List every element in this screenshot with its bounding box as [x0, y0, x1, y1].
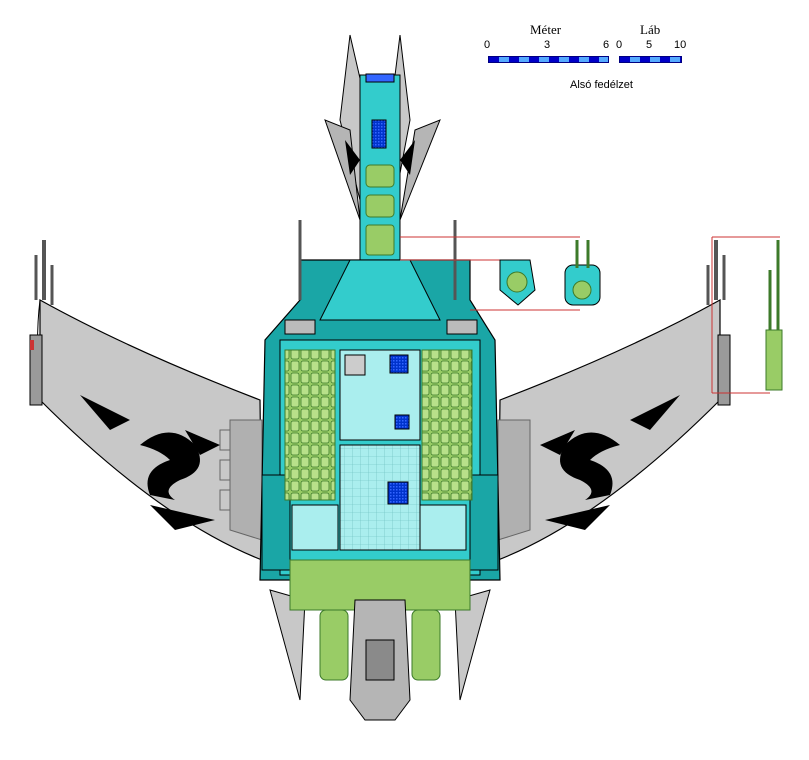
meter-scale-bar: [488, 56, 609, 63]
main-hull: [259, 259, 501, 581]
foot-scale-bar: [619, 56, 682, 63]
right-wing: [497, 240, 731, 561]
head-prongs: [324, 34, 441, 221]
foot-scale-title: Láb: [640, 22, 661, 37]
foot-tick-label: 5: [646, 39, 653, 51]
deck-label: Alsó fedélzet: [570, 79, 633, 91]
callout-details: [400, 236, 783, 394]
foot-tick-label: 10: [674, 39, 687, 51]
meter-tick-label: 3: [544, 39, 551, 51]
foot-tick-label: 0: [616, 39, 623, 51]
meter-tick-label: 6: [603, 39, 610, 51]
meter-tick-label: 0: [484, 39, 491, 51]
neck: [359, 73, 401, 266]
meter-scale-title: Méter: [530, 22, 562, 37]
aft-section: [269, 559, 491, 721]
left-wing: [29, 240, 263, 561]
